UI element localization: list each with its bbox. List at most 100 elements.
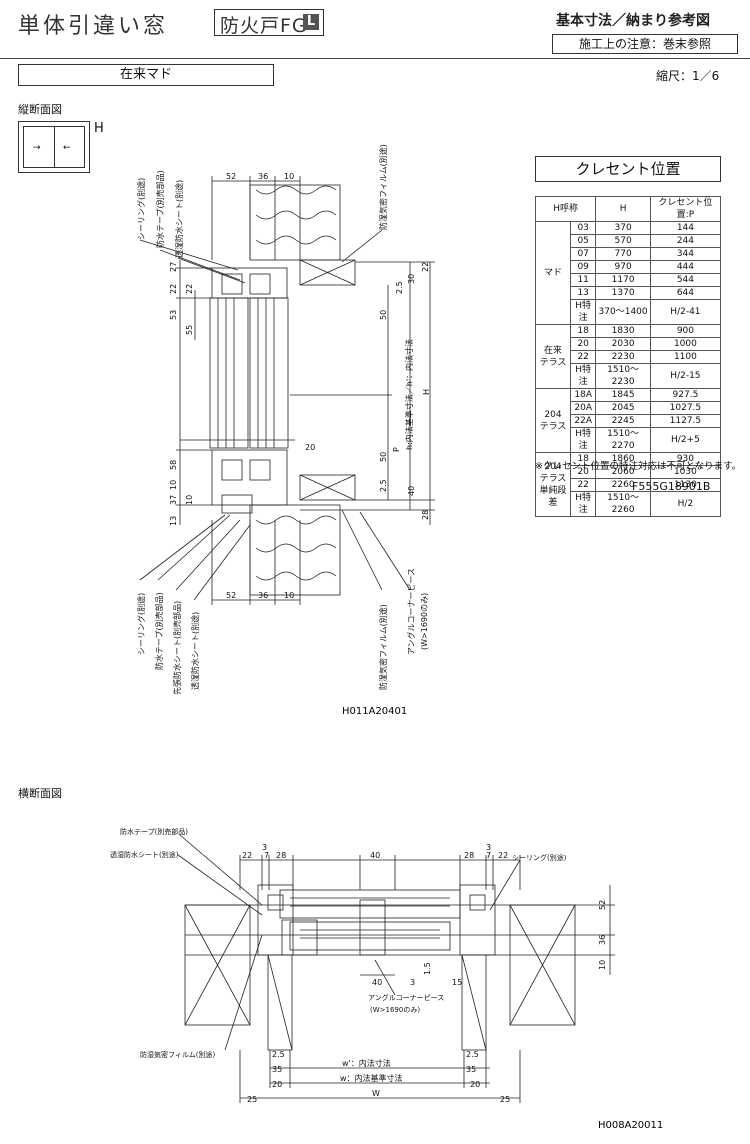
label-waterproof-tape-bot: 防水テープ(別売部品)	[154, 592, 164, 670]
label-pre-sheet-bot: 先張防水シート(別売部品)	[172, 601, 182, 695]
dim-right-28: 28	[421, 510, 430, 520]
window-icon: → ←	[18, 121, 90, 173]
vertical-section-label: 縦断面図	[18, 103, 62, 116]
dim-left-22b: 22	[185, 284, 194, 294]
hdim-right-36: 36	[598, 935, 607, 945]
dim-left-27: 27	[169, 262, 178, 272]
crescent-cell-name: H特注	[569, 491, 597, 517]
vertical-section-code: H011A20401	[342, 706, 407, 717]
crescent-group-name-line: テラス	[539, 421, 567, 432]
dim-right-20: 20	[305, 443, 315, 452]
hdim-top-mid-40: 40	[370, 851, 380, 860]
dim-text-P: P	[392, 447, 401, 452]
hlabel-waterproof-tape: 防水テープ(別売部品)	[120, 827, 188, 836]
hdim-mid-1-5: 1.5	[423, 962, 432, 975]
dim-top-36: 36	[258, 172, 268, 181]
label-sealing-top: シーリング(別途)	[136, 178, 146, 240]
fire-door-badge: 防火戸FG L	[214, 9, 324, 37]
dim-right-2-5a: 2.5	[395, 281, 404, 294]
col-p: クレセント位置:P	[649, 196, 722, 222]
crescent-cell-h: 370〜1400	[595, 299, 651, 325]
label-waterproof-tape-top: 防水テープ(別売部品)	[155, 170, 165, 248]
dim-left-58: 58	[169, 460, 178, 470]
dim-right-30: 30	[407, 274, 416, 284]
dim-top-10: 10	[284, 172, 294, 181]
crescent-cell-h: 970	[595, 260, 651, 274]
crescent-cell-name: H特注	[569, 427, 597, 453]
hdim-mid-3: 3	[410, 978, 415, 987]
crescent-cell-p: 900	[649, 324, 722, 338]
hdim-tr-28: 28	[464, 851, 474, 860]
hdim-right-10: 10	[598, 960, 607, 970]
dim-bot-10: 10	[284, 591, 294, 600]
dim-text-h: h:内法基準寸法／h'：内法寸法	[404, 339, 414, 450]
label-sealing-bot: シーリング(別途)	[136, 593, 146, 655]
hlabel-angle-corner-note: (W>1690のみ)	[370, 1006, 420, 1014]
hdim-mid-40: 40	[372, 978, 382, 987]
hdim-tl-28: 28	[276, 851, 286, 860]
window-icon-label: H	[94, 121, 104, 136]
crescent-group-name-line: テラス	[539, 357, 567, 368]
horizontal-section-label: 横断面図	[18, 787, 62, 800]
dim-left-10a: 10	[169, 480, 178, 490]
scale-label: 縮尺：1／6	[656, 69, 720, 83]
label-breathable-sheet-top: 透湿防水シート(別途)	[174, 180, 184, 258]
badge-text: 防火戸FG	[220, 15, 308, 37]
page-title: 単体引違い窓	[18, 14, 169, 39]
crescent-cell-p: H/2-15	[649, 363, 722, 389]
label-angle-corner: アングルコーナーピース	[406, 568, 416, 655]
hlabel-sealing: シーリング(別途)	[512, 853, 567, 862]
hdim-b-2-5b: 2.5	[466, 1050, 479, 1059]
dim-left-22a: 22	[169, 284, 178, 294]
hdim-tr-3: 3	[486, 843, 491, 852]
dim-right-2-5b: 2.5	[379, 479, 388, 492]
construction-note: 施工上の注意：巻末参照	[552, 34, 738, 54]
crescent-cell-h: 1510〜2260	[595, 491, 651, 517]
dim-right-40: 40	[407, 486, 416, 496]
dim-bot-36: 36	[258, 591, 268, 600]
crescent-cell-p: H/2	[649, 491, 722, 517]
drawing-type-title: 基本寸法／納まり参考図	[556, 13, 710, 29]
dim-left-55: 55	[185, 325, 194, 335]
crescent-group-name-line: 単純段差	[539, 485, 567, 508]
dim-right-50b: 50	[379, 452, 388, 462]
crescent-group-name-line: 204	[544, 461, 562, 472]
hlabel-vapor-film: 防湿気密フィルム(別途)	[140, 1050, 215, 1059]
crescent-code: F555G18901B	[632, 480, 711, 493]
crescent-cell-name: H特注	[569, 363, 597, 389]
crescent-group-name-line: テラス	[539, 473, 567, 484]
badge-mark: L	[303, 14, 319, 30]
crescent-note: ※クレセント位置の特注対応は不可となります。	[535, 461, 742, 472]
horizontal-section-code: H008A20011	[598, 1120, 663, 1131]
dim-right-50a: 50	[379, 310, 388, 320]
hdim-b-25b: 25	[500, 1095, 510, 1104]
hdim-tl-3: 3	[262, 843, 267, 852]
dim-bot-52: 52	[226, 591, 236, 600]
hdim-tr-7: 7	[486, 851, 491, 860]
label-angle-corner-note: (W>1690のみ)	[420, 593, 429, 650]
crescent-header-row: H呼称 H クレセント位置:P	[534, 196, 722, 222]
hdim-b-25a: 25	[247, 1095, 257, 1104]
dim-text-H: H	[422, 389, 431, 395]
hdim-b-20b: 20	[470, 1080, 480, 1089]
dim-top-52: 52	[226, 172, 236, 181]
hdim-W: W	[372, 1089, 380, 1098]
window-type: 在来マド	[18, 64, 274, 86]
hdim-tl-22: 22	[242, 851, 252, 860]
hlabel-angle-corner: アングルコーナーピース	[368, 993, 444, 1002]
dim-left-53: 53	[169, 310, 178, 320]
hdim-mid-15: 15	[452, 978, 462, 987]
